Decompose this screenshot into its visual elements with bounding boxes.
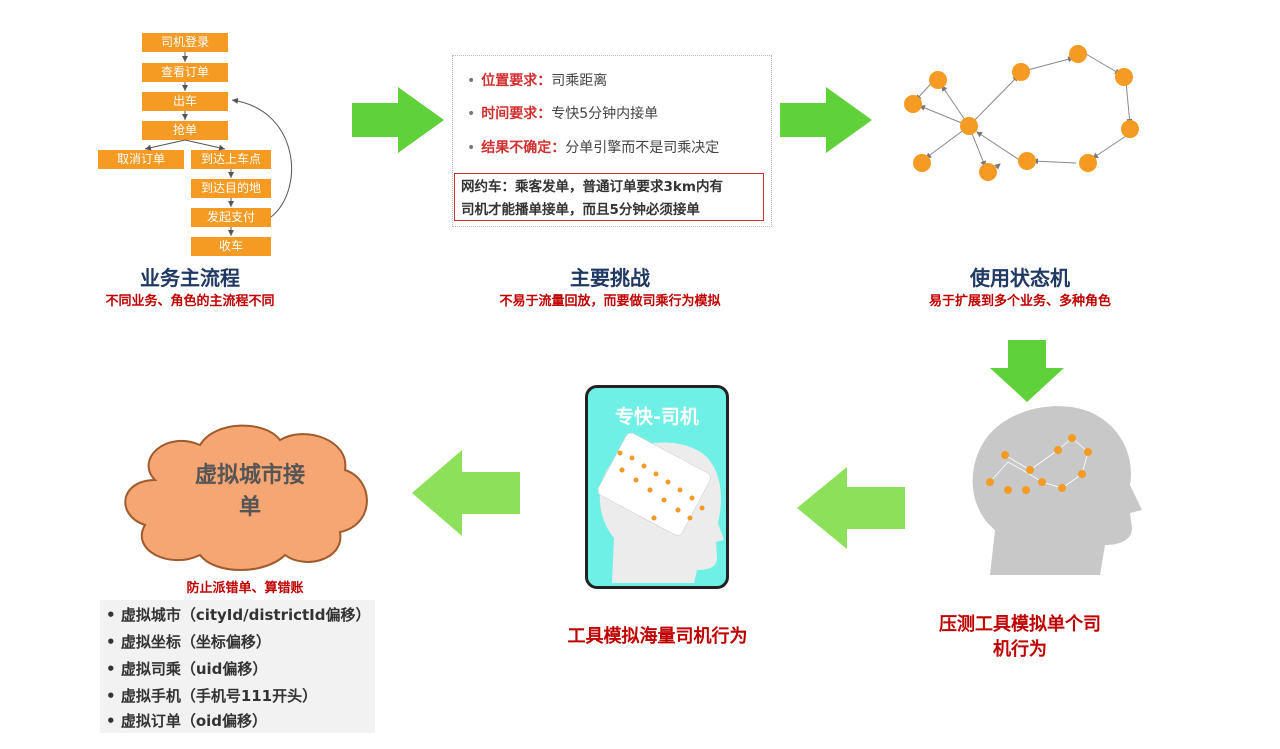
mass-driver-card-title: 专快-司机 — [615, 406, 699, 428]
head-silhouette-illustration — [972, 406, 1142, 575]
left-arrow-1 — [797, 467, 905, 549]
right-arrow-1 — [352, 87, 444, 153]
single-driver-label-line-1: 压测工具模拟单个司 — [939, 614, 1101, 635]
challenge-note-line-1: 网约车：乘客发单，普通订单要求3km内有 — [461, 179, 723, 195]
challenge-item-location: •位置要求：司乘距离 — [467, 73, 608, 89]
left-arrow-2 — [412, 450, 520, 536]
virtual-city-cloud — [124, 424, 368, 571]
state-machine-title: 使用状态机 — [970, 266, 1070, 290]
flow-step-view-order: 查看订单 — [142, 63, 228, 82]
challenges-subtitle: 不易于流量回放，而要做司乘行为模拟 — [499, 294, 721, 309]
flow-step-driver-login: 司机登录 — [142, 33, 228, 52]
virtual-city-cloud-label: 虚拟城市接 单 — [150, 460, 350, 524]
virtual-item: • 虚拟手机（手机号111开头） — [106, 687, 318, 705]
virtual-city-cloud-line-2: 单 — [238, 495, 261, 520]
single-driver-label-line-2: 机行为 — [993, 639, 1047, 660]
state-machine-graph — [904, 45, 1139, 181]
flow-title: 业务主流程 — [140, 266, 240, 290]
virtual-city-caption: 防止派错单、算错账 — [186, 581, 304, 596]
challenge-note: 网约车：乘客发单，普通订单要求3km内有 司机才能播单接单，而且5分钟必须接单 — [454, 173, 764, 221]
challenge-item-uncertain: •结果不确定：分单引擎而不是司乘决定 — [467, 140, 720, 156]
flow-step-end-shift: 收车 — [191, 237, 271, 256]
virtual-item: • 虚拟坐标（坐标偏移） — [106, 633, 271, 651]
driver-crowd-illustration — [597, 432, 724, 583]
virtual-item: • 虚拟司乘（uid偏移） — [106, 660, 268, 678]
challenges-title: 主要挑战 — [570, 266, 650, 290]
flow-step-depart: 出车 — [142, 92, 228, 111]
flow-step-arrive-pickup: 到达上车点 — [191, 150, 271, 169]
right-arrow-2 — [780, 87, 872, 153]
state-machine-subtitle: 易于扩展到多个业务、多种角色 — [928, 294, 1111, 309]
virtual-item: • 虚拟订单（oid偏移） — [106, 712, 267, 730]
single-driver-label: 压测工具模拟单个司 机行为 — [905, 612, 1135, 662]
flow-step-arrive-destination: 到达目的地 — [191, 179, 271, 198]
virtual-items-list: • 虚拟城市（cityId/districtId偏移） • 虚拟坐标（坐标偏移）… — [100, 600, 375, 733]
mass-driver-card: 专快-司机 — [585, 385, 729, 589]
flow-step-cancel-order: 取消订单 — [98, 150, 184, 169]
flowchart-connectors — [144, 52, 292, 236]
down-arrow — [990, 340, 1064, 402]
flow-subtitle: 不同业务、角色的主流程不同 — [105, 294, 275, 309]
virtual-item: • 虚拟城市（cityId/districtId偏移） — [106, 606, 371, 624]
flow-step-initiate-payment: 发起支付 — [191, 208, 271, 227]
virtual-city-cloud-line-1: 虚拟城市接 — [194, 463, 305, 488]
challenge-item-time: •时间要求：专快5分钟内接单 — [467, 106, 659, 122]
mass-driver-label: 工具模拟海量司机行为 — [567, 626, 748, 647]
flow-step-grab-order: 抢单 — [142, 121, 228, 140]
challenge-note-line-2: 司机才能播单接单，而且5分钟必须接单 — [461, 202, 700, 218]
